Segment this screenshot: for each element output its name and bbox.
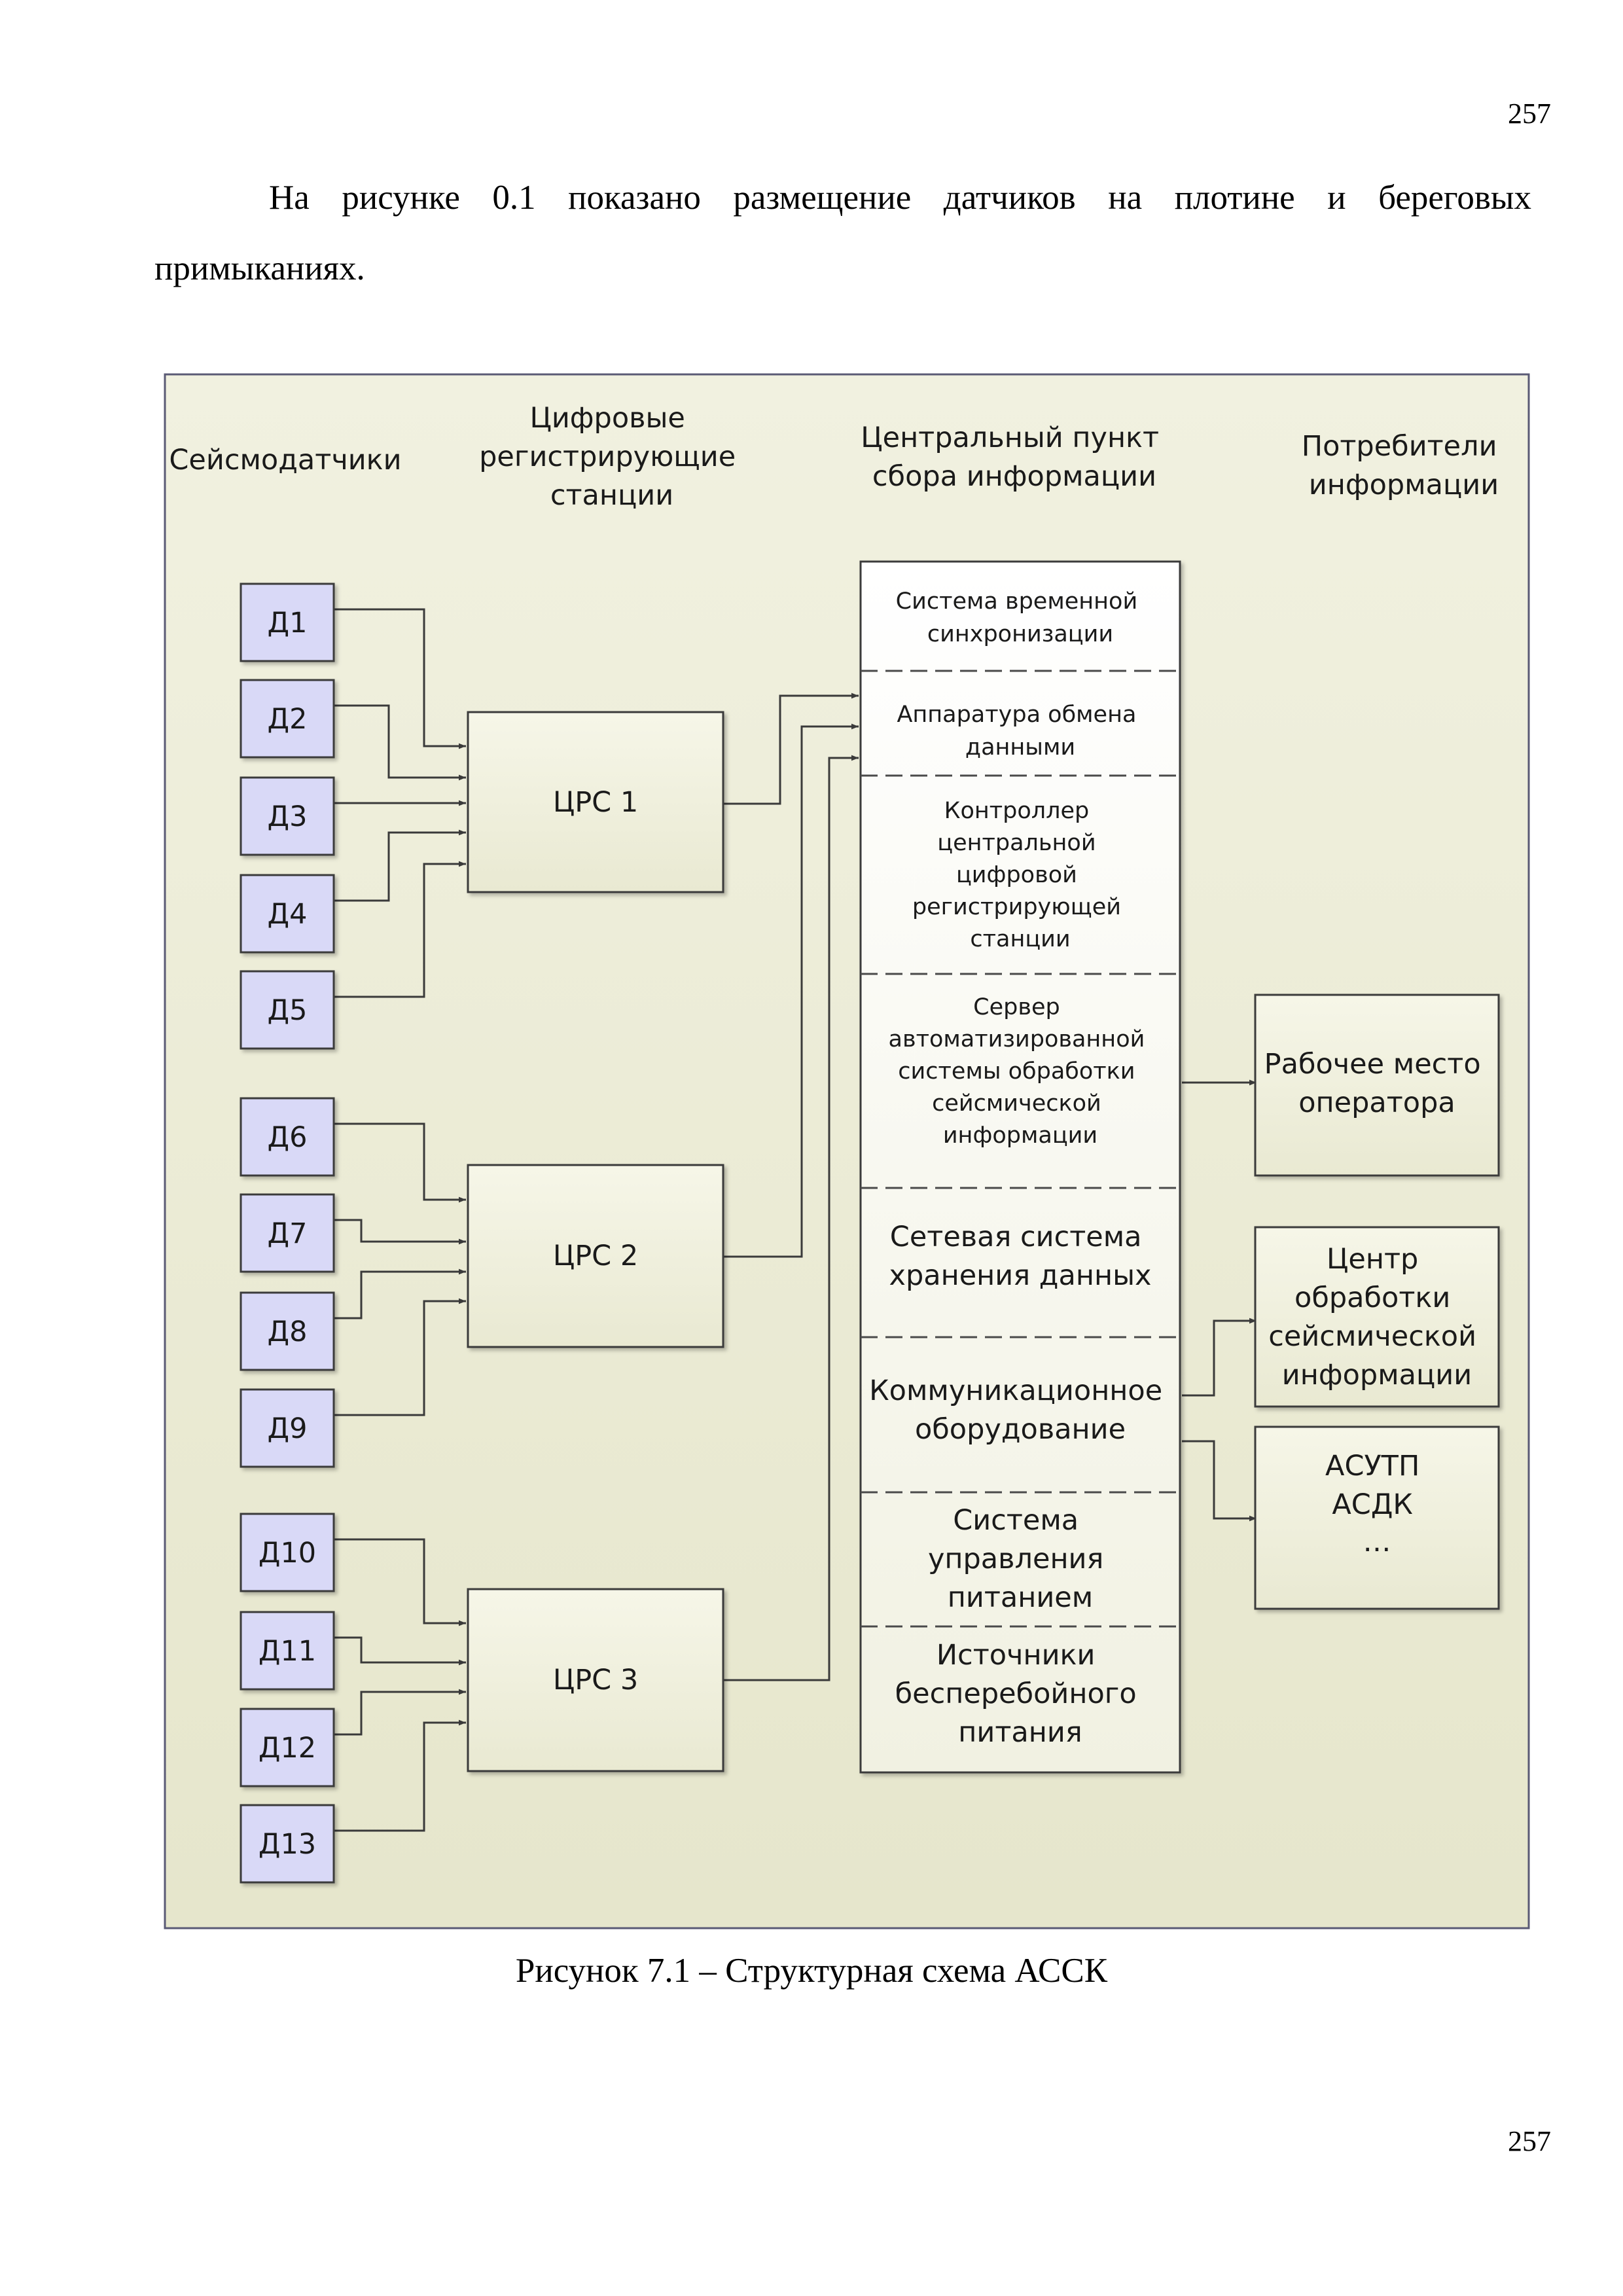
body-paragraph: На рисунке 0.1 показано размещение датчи… bbox=[154, 179, 1531, 287]
sensor-label: Д4 bbox=[268, 898, 308, 931]
consumer-boxes: Рабочее место оператора Центр обработки … bbox=[1254, 994, 1500, 1610]
sensor-d4: Д4 bbox=[240, 874, 335, 954]
sensor-label: Д12 bbox=[259, 1732, 316, 1765]
consumer-label: Центр обработки сейсмической информации bbox=[1268, 1243, 1485, 1391]
section-ups: Источники бесперебойного питания bbox=[895, 1639, 1146, 1749]
sensor-d13: Д13 bbox=[240, 1804, 335, 1884]
sensor-d8: Д8 bbox=[240, 1291, 335, 1371]
sensor-label: Д1 bbox=[268, 607, 308, 639]
section-dividers bbox=[861, 670, 1180, 1628]
sensor-label: Д5 bbox=[268, 994, 308, 1027]
sensor-label: Д10 bbox=[259, 1537, 316, 1570]
sensor-d2: Д2 bbox=[240, 679, 335, 759]
connector-lines bbox=[334, 608, 1257, 1832]
sensor-label: Д3 bbox=[268, 800, 308, 833]
sensor-d10: Д10 bbox=[240, 1513, 335, 1592]
page-number-top: 257 bbox=[1508, 98, 1551, 130]
sensor-label: Д11 bbox=[259, 1635, 316, 1668]
sensor-d12: Д12 bbox=[240, 1708, 335, 1787]
section-data-exchange: Аппаратура обмена данными bbox=[897, 702, 1143, 761]
section-server: Сервер автоматизированной системы обрабо… bbox=[889, 994, 1152, 1149]
consumer-operator-workplace: Рабочее место оператора bbox=[1254, 994, 1500, 1177]
consumer-label: АСУТП АСДК … bbox=[1325, 1450, 1429, 1558]
sensor-label: Д13 bbox=[259, 1828, 316, 1861]
station-boxes: ЦРС 1 ЦРС 2 ЦРС 3 bbox=[467, 711, 724, 1772]
sensor-label: Д8 bbox=[268, 1316, 308, 1348]
section-controller: Контроллер центральной цифровой регистри… bbox=[912, 798, 1128, 952]
structure-diagram: Сейсмодатчики Цифровые регистрирующие ст… bbox=[164, 373, 1530, 1929]
station-label: ЦРС 1 bbox=[553, 786, 638, 819]
sensor-d6: Д6 bbox=[240, 1097, 335, 1177]
consumer-processing-center: Центр обработки сейсмической информации bbox=[1254, 1226, 1500, 1408]
sensor-d1: Д1 bbox=[240, 583, 335, 662]
consumer-asutp-asdk: АСУТП АСДК … bbox=[1254, 1426, 1500, 1610]
sensor-d3: Д3 bbox=[240, 776, 335, 856]
sensor-label: Д7 bbox=[268, 1217, 308, 1250]
sensor-label: Д9 bbox=[268, 1412, 308, 1445]
sensor-boxes: Д1 Д2 Д3 Д4 Д5 Д6 Д7 Д8 Д9 Д10 Д11 Д12 Д… bbox=[240, 583, 335, 1884]
sensor-d7: Д7 bbox=[240, 1193, 335, 1273]
section-time-sync: Система временной синхронизации bbox=[896, 588, 1145, 647]
sensor-d9: Д9 bbox=[240, 1388, 335, 1468]
header-sensors: Сейсмодатчики bbox=[169, 444, 401, 476]
sensor-d5: Д5 bbox=[240, 970, 335, 1050]
station-label: ЦРС 3 bbox=[553, 1664, 638, 1696]
central-point-box: Система временной синхронизации Аппарату… bbox=[859, 560, 1181, 1774]
sensor-label: Д6 bbox=[268, 1121, 308, 1154]
header-stations: Цифровые регистрирующие станции bbox=[479, 402, 745, 512]
station-label: ЦРС 2 bbox=[553, 1240, 638, 1272]
consumer-label: Рабочее место оператора bbox=[1264, 1048, 1490, 1119]
section-communication: Коммуникационное оборудование bbox=[869, 1374, 1171, 1446]
station-crs1: ЦРС 1 bbox=[467, 711, 724, 893]
sensor-label: Д2 bbox=[268, 703, 308, 736]
header-center: Центральный пункт сбора информации bbox=[861, 422, 1168, 493]
section-power-management: Система управления питанием bbox=[928, 1504, 1113, 1614]
station-crs2: ЦРС 2 bbox=[467, 1164, 724, 1348]
station-crs3: ЦРС 3 bbox=[467, 1588, 724, 1772]
sensor-d11: Д11 bbox=[240, 1611, 335, 1691]
header-consumers: Потребители информации bbox=[1302, 430, 1507, 501]
figure-caption: Рисунок 7.1 – Структурная схема АССК bbox=[515, 1952, 1108, 1990]
page-number-bottom: 257 bbox=[1508, 2125, 1551, 2157]
section-storage: Сетевая система хранения данных bbox=[889, 1221, 1152, 1292]
